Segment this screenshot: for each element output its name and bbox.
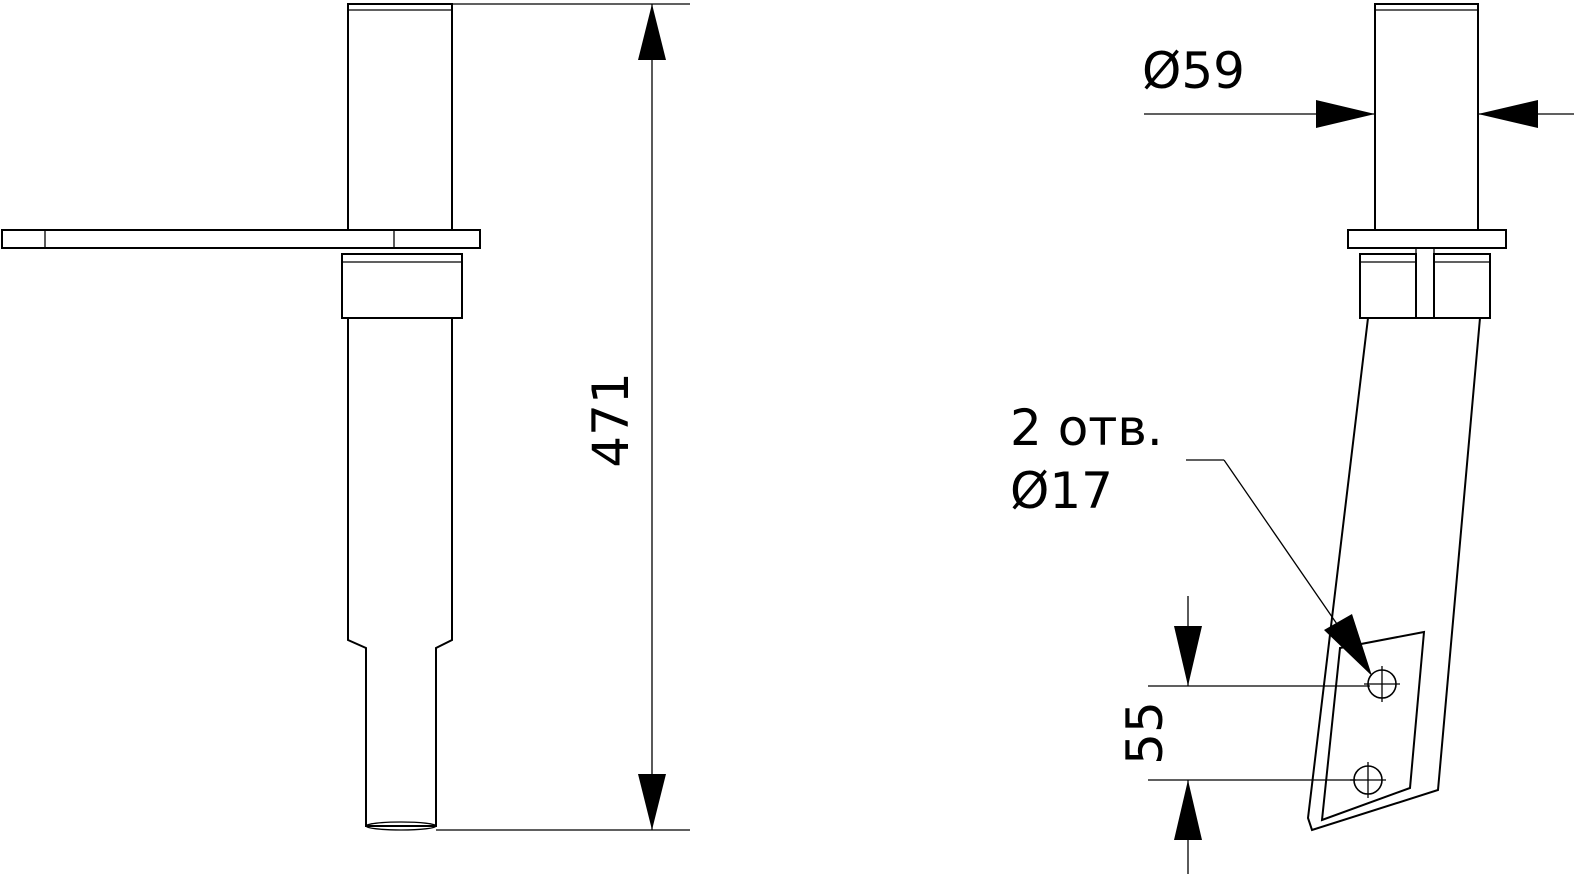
hole-spacing-label: 55 [1116,701,1174,765]
lower-shaft [347,317,453,827]
shaft-diameter-dimension [1144,100,1574,128]
tip-plate [1320,630,1426,822]
holes-leader [1186,459,1372,676]
split-collar-right [1433,253,1491,319]
shaft-diameter-label: Ø59 [1142,42,1245,100]
hole-spacing-dimension [1148,596,1370,874]
hole-diameter-label: Ø17 [1010,462,1113,520]
mounting-plate [1,229,481,249]
mounting-plate-edge [1347,229,1507,249]
split-collar-left [1359,253,1417,319]
collar [341,253,463,319]
holes-count-label: 2 отв. [1010,399,1163,457]
upper-shaft [347,3,453,231]
front-view: Ø59 2 отв. Ø17 55 [1010,3,1574,874]
upper-shaft-front [1374,3,1479,231]
side-view: 471 [1,3,690,831]
height-dimension [436,3,690,831]
height-dimension-label: 471 [582,372,640,467]
